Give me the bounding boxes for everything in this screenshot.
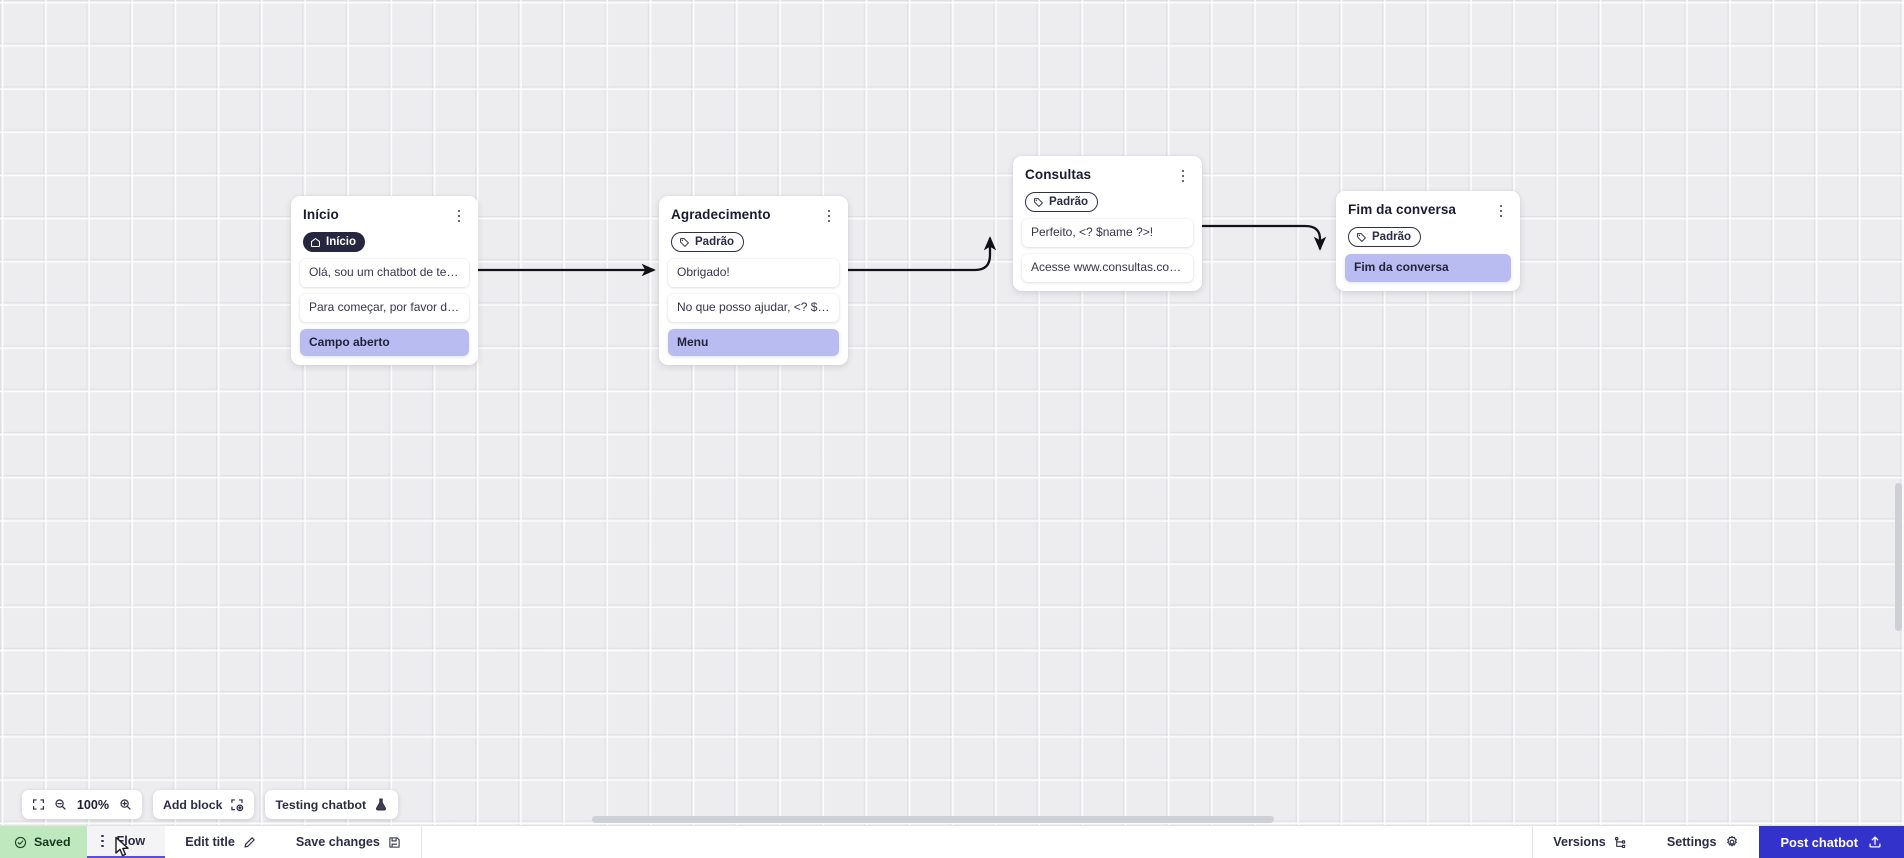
node-badge-row: Padrão <box>668 232 839 252</box>
saved-status-badge: Saved <box>0 826 87 858</box>
add-block-icon <box>231 798 244 811</box>
node-menu-kebab-icon[interactable] <box>451 207 467 225</box>
node-title: Fim da conversa <box>1348 202 1457 217</box>
node-menu-kebab-icon[interactable] <box>821 207 837 225</box>
node-badge-label: Início <box>326 236 357 248</box>
node-badge-inicio[interactable]: Início <box>303 232 366 252</box>
node-badge-row: Padrão <box>1022 192 1193 212</box>
flow-connectors <box>478 224 1327 277</box>
tab-kebab-icon[interactable] <box>97 834 109 848</box>
bottom-bar: Saved Flow Edit title Save changes <box>0 825 1904 858</box>
add-block-label: Add block <box>163 797 223 812</box>
node-message-accent[interactable]: Menu <box>668 328 839 357</box>
testing-chatbot-label: Testing chatbot <box>275 797 367 812</box>
zoom-level-label: 100% <box>76 797 110 812</box>
bottom-bar-left: Saved Flow Edit title Save changes <box>0 826 422 858</box>
save-changes-button[interactable]: Save changes <box>276 826 422 858</box>
tag-icon <box>1357 232 1366 242</box>
zoom-controls-group: 100% <box>22 790 142 819</box>
home-icon <box>310 237 321 247</box>
bottom-bar-right: Versions Settings Post chatbot <box>1532 826 1904 858</box>
node-badge-padrao[interactable]: Padrão <box>1025 192 1098 212</box>
branch-icon <box>1614 836 1626 848</box>
horizontal-scrollbar-thumb[interactable] <box>592 816 1274 823</box>
node-badge-padrao[interactable]: Padrão <box>1348 227 1421 247</box>
node-header: Fim da conversa <box>1345 201 1511 220</box>
node-message[interactable]: Para começar, por favor digite o ... <box>300 293 469 322</box>
edit-title-button[interactable]: Edit title <box>165 826 276 858</box>
node-header: Agradecimento <box>668 206 839 225</box>
node-title: Consultas <box>1025 167 1092 182</box>
tab-flow[interactable]: Flow <box>86 826 166 858</box>
testing-chatbot-button[interactable]: Testing chatbot <box>275 797 388 812</box>
versions-button[interactable]: Versions <box>1532 826 1647 858</box>
save-changes-label: Save changes <box>295 835 380 849</box>
horizontal-scrollbar[interactable] <box>0 814 1904 825</box>
upload-icon <box>1869 836 1881 848</box>
flow-canvas[interactable]: Início Início Olá, sou um chatbot de tes… <box>0 0 1904 825</box>
zoom-out-icon[interactable] <box>54 798 67 811</box>
node-badge-row: Início <box>300 232 469 252</box>
flask-icon <box>376 798 387 811</box>
canvas-toolbar: 100% Add block Testing chatbot <box>22 790 399 819</box>
gear-icon <box>1726 835 1737 847</box>
node-message[interactable]: Obrigado! <box>668 259 839 287</box>
testing-chatbot-group[interactable]: Testing chatbot <box>265 790 399 819</box>
node-badge-label: Padrão <box>1372 231 1411 243</box>
node-message-accent[interactable]: Campo aberto <box>300 328 469 357</box>
zoom-in-icon[interactable] <box>119 798 132 811</box>
add-block-button[interactable]: Add block <box>163 798 244 812</box>
settings-button[interactable]: Settings <box>1647 826 1759 858</box>
flow-node-consultas[interactable]: Consultas Padrão Perfeito, <? $name ?>! … <box>1013 156 1202 291</box>
check-circle-icon <box>14 836 27 848</box>
node-badge-label: Padrão <box>1049 196 1088 208</box>
save-disk-icon <box>389 836 400 848</box>
vertical-scrollbar[interactable] <box>1893 0 1904 825</box>
add-block-group[interactable]: Add block <box>153 790 255 819</box>
node-header: Início <box>300 206 469 225</box>
node-message-accent[interactable]: Fim da conversa <box>1345 254 1511 282</box>
node-message[interactable]: Acesse www.consultas.com par... <box>1022 253 1193 282</box>
node-title: Início <box>303 207 339 222</box>
node-title: Agradecimento <box>671 207 771 222</box>
node-menu-kebab-icon[interactable] <box>1175 167 1191 185</box>
node-message[interactable]: Perfeito, <? $name ?>! <box>1022 219 1193 247</box>
edit-title-label: Edit title <box>185 835 235 849</box>
post-chatbot-button[interactable]: Post chatbot <box>1758 826 1904 858</box>
node-menu-kebab-icon[interactable] <box>1493 202 1509 220</box>
flow-node-inicio[interactable]: Início Início Olá, sou um chatbot de tes… <box>291 196 478 366</box>
saved-status-label: Saved <box>34 835 71 849</box>
node-badge-padrao[interactable]: Padrão <box>671 232 744 252</box>
node-badge-label: Padrão <box>695 236 734 248</box>
node-header: Consultas <box>1022 166 1193 185</box>
tag-icon <box>1034 197 1043 207</box>
node-badge-row: Padrão <box>1345 227 1511 247</box>
tag-icon <box>680 237 689 247</box>
node-message[interactable]: Olá, sou um chatbot de teste! <box>300 259 469 287</box>
flow-node-agradecimento[interactable]: Agradecimento Padrão Obrigado! No que po… <box>659 196 848 366</box>
fit-screen-icon[interactable] <box>32 798 45 811</box>
pencil-icon <box>244 836 255 848</box>
vertical-scrollbar-thumb[interactable] <box>1895 483 1902 631</box>
flow-node-fim-da-conversa[interactable]: Fim da conversa Padrão Fim da conversa <box>1336 191 1520 291</box>
tab-flow-label: Flow <box>116 834 146 848</box>
node-message[interactable]: No que posso ajudar, <? $name ... <box>668 293 839 322</box>
versions-label: Versions <box>1553 835 1606 849</box>
settings-label: Settings <box>1666 835 1717 849</box>
post-chatbot-label: Post chatbot <box>1780 834 1859 850</box>
